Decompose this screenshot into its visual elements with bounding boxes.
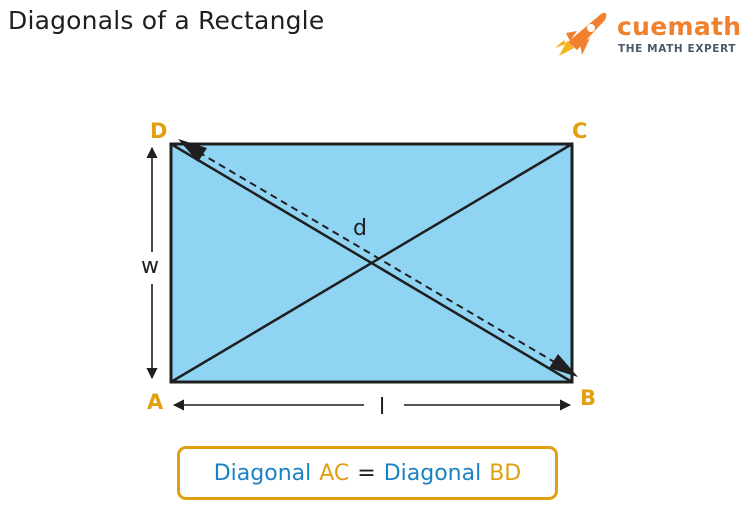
formula-left-word: Diagonal <box>213 460 312 486</box>
formula-box: Diagonal AC = Diagonal BD <box>177 446 558 500</box>
brand-tagline: THE MATH EXPERT <box>618 43 737 55</box>
vertex-label-d: D <box>150 119 167 143</box>
vertex-label-a: A <box>147 390 164 414</box>
diagonal-label: d <box>353 216 367 241</box>
formula-left-name: AC <box>319 460 350 486</box>
diagonal-bd <box>170 142 573 384</box>
width-label: w <box>141 254 159 279</box>
formula-right-name: BD <box>489 460 522 486</box>
vertex-label-c: C <box>572 119 587 143</box>
length-label: l <box>379 395 385 420</box>
brand-logo: cuemath THE MATH EXPERT <box>553 8 741 60</box>
formula-right-word: Diagonal <box>383 460 482 486</box>
diagonal-arrowhead-end <box>549 354 578 377</box>
formula-equals: = <box>357 460 376 486</box>
diagonal-length-dashed <box>187 145 574 374</box>
rocket-icon <box>555 12 607 56</box>
brand-name: cuemath <box>617 12 741 41</box>
vertex-label-b: B <box>580 386 596 410</box>
diagonal-arrowhead-start <box>178 139 207 162</box>
page-title: Diagonals of a Rectangle <box>8 6 325 35</box>
